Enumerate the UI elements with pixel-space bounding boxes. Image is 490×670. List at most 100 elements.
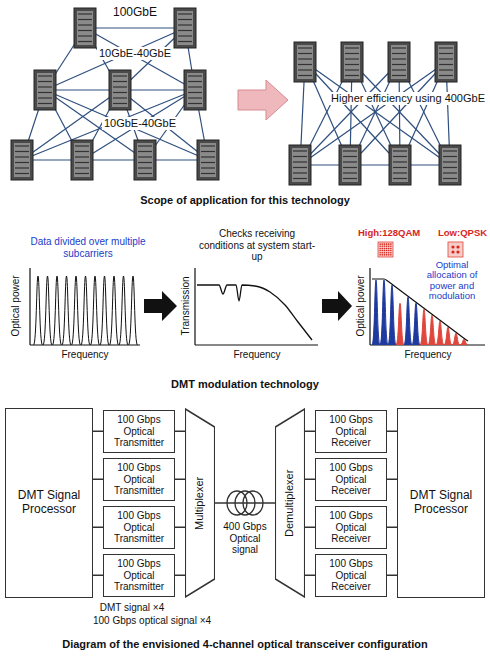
- rack-slot: [188, 75, 202, 76]
- rack-slot: [75, 156, 89, 157]
- constellation-point: [386, 245, 388, 247]
- figure-caption: Scope of application for this technology: [5, 194, 485, 207]
- signal-line: [387, 431, 397, 433]
- subcarrier-peak: [91, 276, 100, 345]
- constellation-frame: [448, 242, 463, 257]
- optical-module-box: 100 Gbps Optical Transmitter: [103, 554, 175, 597]
- rack-slot: [439, 64, 453, 65]
- rack-slot: [392, 75, 406, 76]
- rack-slot: [343, 156, 357, 157]
- y-axis: [29, 268, 30, 345]
- server-rack: [109, 70, 131, 110]
- server-rack: [34, 70, 56, 110]
- constellation-icon: [448, 242, 463, 257]
- rack-slot: [343, 167, 357, 168]
- rack-slot: [298, 53, 312, 54]
- constellation-point: [451, 245, 454, 248]
- signal-line: [305, 575, 315, 577]
- rack-slot: [439, 75, 453, 76]
- constellation-point: [384, 252, 386, 254]
- rack-slot: [15, 145, 29, 146]
- server-rack: [389, 145, 411, 185]
- constellation-point: [456, 250, 459, 253]
- subcarrier-peak: [110, 276, 119, 345]
- annotation-label: Frequency: [45, 349, 125, 361]
- signal-line: [215, 502, 275, 504]
- rack-slot: [138, 167, 152, 168]
- subcarrier-peak: [388, 285, 396, 345]
- rack-slot: [188, 81, 202, 82]
- subcarrier-peak: [72, 276, 81, 345]
- rack-slot: [443, 167, 457, 168]
- rack-slot: [343, 150, 357, 151]
- rack-slot: [38, 75, 52, 76]
- subcarrier-peak: [43, 276, 52, 345]
- rack-slot: [392, 47, 406, 48]
- rack-slot: [15, 167, 29, 168]
- rack-slot: [298, 47, 312, 48]
- constellation-point: [456, 245, 459, 248]
- node-text: 100 Gbps Optical Receiver: [319, 414, 383, 449]
- annotation-label: Checks receiving conditions at system st…: [197, 228, 317, 263]
- rack-slot: [75, 145, 89, 146]
- rack-slot: [138, 173, 152, 174]
- constellation-point: [386, 250, 388, 252]
- rack-face: [442, 148, 458, 182]
- rack-face: [344, 45, 360, 79]
- signal-line: [93, 479, 103, 481]
- node-text: 100 Gbps Optical Transmitter: [107, 414, 171, 449]
- constellation-point: [390, 250, 392, 252]
- subcarrier-peak: [100, 276, 109, 345]
- node-text: 100 Gbps Optical Receiver: [319, 510, 383, 545]
- rack-slot: [345, 53, 359, 54]
- rack-slot: [138, 151, 152, 152]
- rack-slot: [293, 156, 307, 157]
- rack-slot: [78, 13, 92, 14]
- annotation-label: Transmission: [180, 276, 192, 335]
- server-rack: [289, 145, 311, 185]
- subcarrier-peak: [372, 280, 380, 345]
- constellation-point: [451, 250, 454, 253]
- rack-slot: [298, 58, 312, 59]
- constellation-point: [388, 254, 390, 256]
- signal-line: [305, 527, 315, 529]
- subcarrier-peak: [129, 276, 138, 345]
- rack-face: [392, 148, 408, 182]
- rack-slot: [345, 58, 359, 59]
- signal-line: [305, 431, 315, 433]
- signal-line: [387, 527, 397, 529]
- rack-body: [71, 140, 93, 180]
- constellation-point: [379, 252, 381, 254]
- rack-slot: [298, 75, 312, 76]
- rack-body: [174, 8, 196, 48]
- rack-face: [438, 45, 454, 79]
- constellation-point: [384, 248, 386, 250]
- constellation-point: [390, 252, 392, 254]
- rack-slot: [443, 156, 457, 157]
- processor-box: DMT Signal Processor: [397, 408, 485, 598]
- optical-module-box: 100 Gbps Optical Receiver: [315, 410, 387, 453]
- server-rack: [174, 8, 196, 48]
- rack-slot: [393, 172, 407, 173]
- constellation-point: [390, 243, 392, 245]
- rack-body: [435, 42, 457, 82]
- constellation-point: [388, 245, 390, 247]
- rack-slot: [201, 151, 215, 152]
- rack-slot: [75, 162, 89, 163]
- node-text: 100 Gbps Optical Transmitter: [107, 558, 171, 593]
- rack-slot: [393, 156, 407, 157]
- constellation-point: [381, 243, 383, 245]
- rack-slot: [345, 47, 359, 48]
- constellation-frame: [378, 242, 393, 257]
- rack-slot: [443, 172, 457, 173]
- network-link: [300, 62, 446, 165]
- rack-slot: [78, 41, 92, 42]
- rack-slot: [298, 64, 312, 65]
- subcarrier-peak: [444, 327, 452, 345]
- signal-line: [387, 479, 397, 481]
- rack-slot: [15, 156, 29, 157]
- rack-slot: [201, 156, 215, 157]
- step-arrow: [144, 291, 177, 321]
- rack-slot: [201, 167, 215, 168]
